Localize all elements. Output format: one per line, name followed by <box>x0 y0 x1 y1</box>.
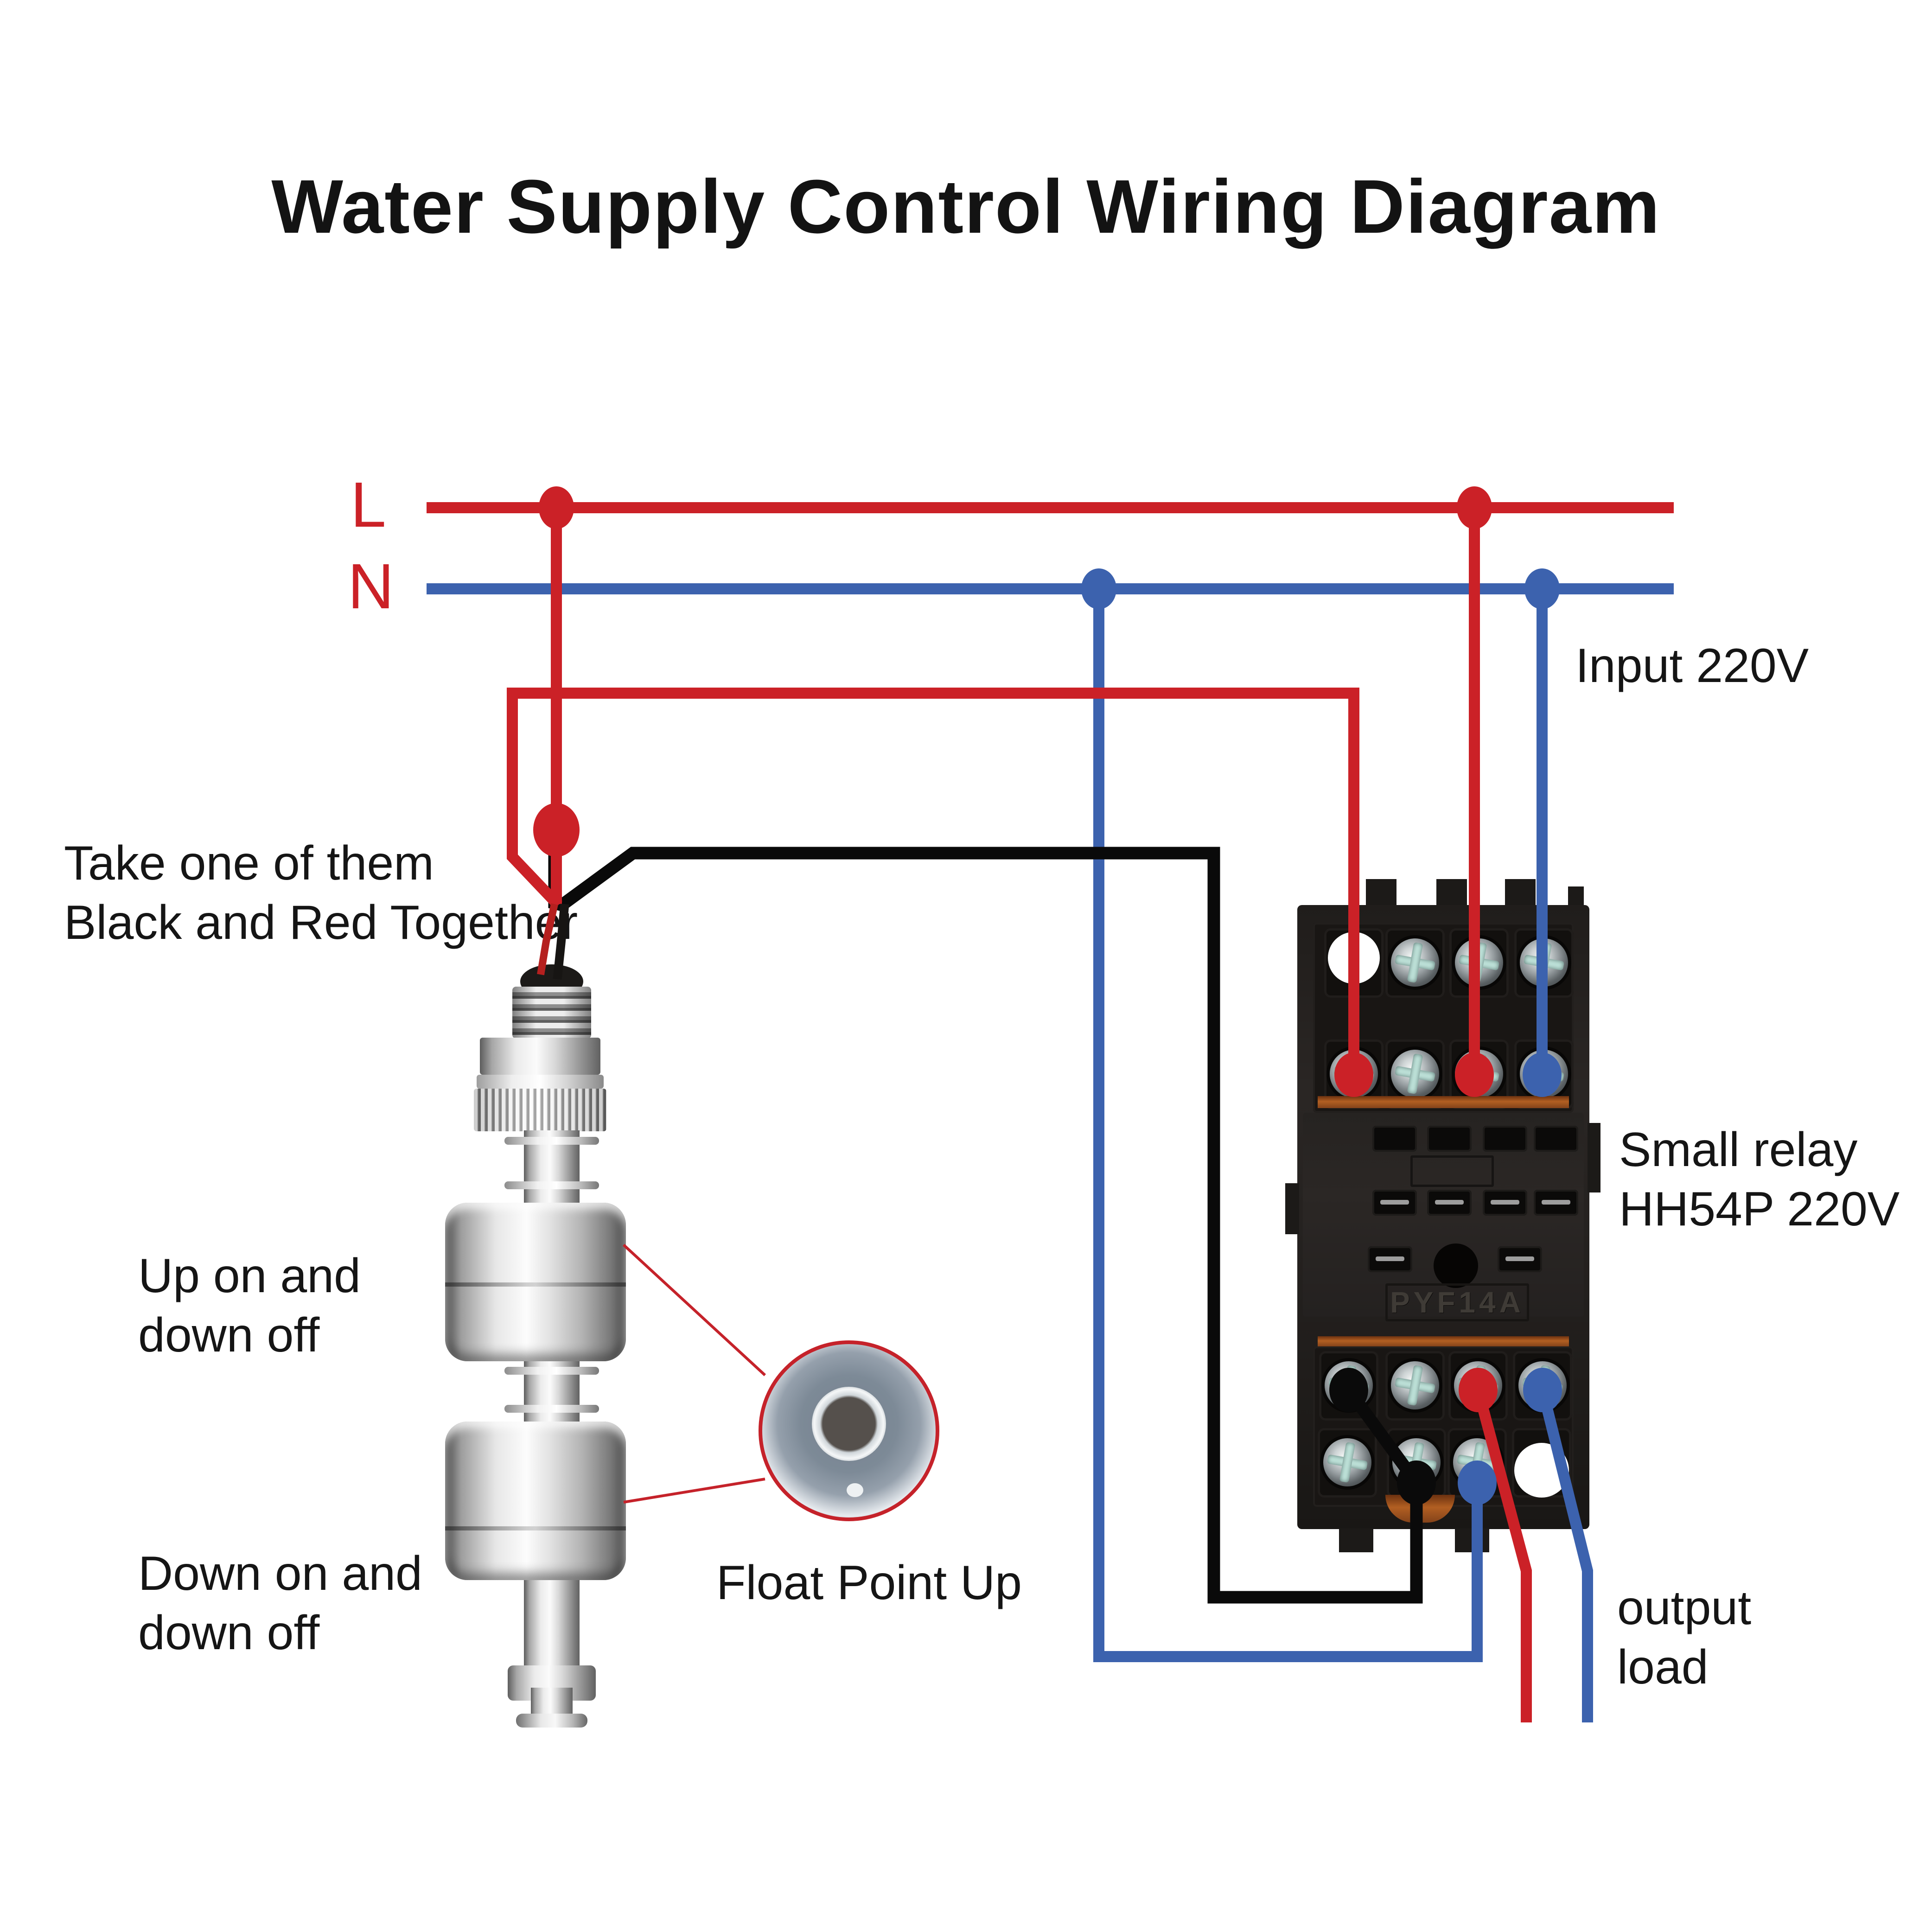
relay-mount-hole-bottom <box>1514 1443 1569 1498</box>
terminal-screw <box>1325 1361 1373 1409</box>
relay-pin-slot <box>1427 1190 1472 1216</box>
float-point-up-label: Float Point Up <box>716 1556 1022 1610</box>
terminal-screw <box>1455 938 1503 987</box>
float-tip-disc <box>516 1714 587 1728</box>
relay-label: Small relay HH54P 220V <box>1619 1120 1900 1239</box>
relay-pin-slot <box>1372 1190 1417 1216</box>
junction-dot-n-junction-2 <box>1524 568 1560 609</box>
float-bottom-zoom-circle <box>759 1340 939 1521</box>
relay-terminal-cell <box>1513 1351 1572 1421</box>
terminal-screw <box>1330 1050 1378 1098</box>
terminal-screw <box>1391 938 1439 987</box>
float-hex-nut <box>480 1038 600 1075</box>
line-n-label: N <box>348 551 394 622</box>
terminal-screw <box>1518 1361 1567 1409</box>
relay-pin-slot <box>1372 1126 1417 1152</box>
terminal-screw <box>1455 1050 1503 1098</box>
relay-side-tab <box>1285 1183 1299 1234</box>
relay-top-tab <box>1366 879 1396 907</box>
float-shaft-flange <box>504 1405 599 1413</box>
junction-dot-n-junction-1 <box>1081 568 1116 609</box>
relay-terminal-cell <box>1385 928 1445 998</box>
float-shaft-flange <box>504 1181 599 1189</box>
relay-pin-slot <box>1534 1126 1578 1152</box>
wire-red-float-loop-to-relay <box>507 688 1359 1075</box>
callout-callout-lower-float <box>623 1478 765 1504</box>
relay-terminal-cell <box>1385 1351 1445 1421</box>
float-threaded-stem <box>512 987 591 1039</box>
upper-float-line2: down off <box>138 1308 320 1362</box>
float-bottom-hole <box>812 1387 886 1461</box>
float-shaft-flange <box>504 1367 599 1375</box>
upper-float <box>445 1203 626 1361</box>
page-title: Water Supply Control Wiring Diagram <box>271 164 1661 249</box>
relay-pin-slot <box>1483 1190 1527 1216</box>
callout-callout-upper-float <box>622 1243 766 1377</box>
relay-socket: PYF14A <box>1285 879 1600 1552</box>
float-knurled-nut <box>474 1089 606 1131</box>
output-load-line1: output <box>1617 1581 1752 1635</box>
relay-pin-slot <box>1498 1246 1542 1272</box>
relay-terminal-cell <box>1447 1428 1507 1498</box>
terminal-screw <box>1323 1438 1371 1486</box>
take-one-line1: Take one of them <box>64 836 434 890</box>
relay-copper-strip <box>1318 1336 1569 1346</box>
relay-terminal-cell <box>1449 928 1509 998</box>
relay-terminal-cell <box>1387 1428 1446 1498</box>
relay-recess <box>1410 1155 1494 1187</box>
float-shaft <box>524 1580 580 1668</box>
relay-terminal-cell <box>1448 1351 1508 1421</box>
relay-center-hole <box>1434 1243 1478 1288</box>
take-one-label: Take one of them Black and Red Together <box>64 834 578 952</box>
terminal-screw <box>1520 938 1568 987</box>
relay-terminal-cell <box>1514 928 1574 998</box>
terminal-screw <box>1453 1438 1501 1486</box>
relay-top-tab <box>1505 879 1536 907</box>
relay-label-line1: Small relay <box>1619 1123 1858 1177</box>
relay-label-line2: HH54P 220V <box>1619 1182 1900 1236</box>
junction-dot-l-junction-2 <box>1457 486 1492 529</box>
relay-top-tab <box>1568 886 1584 907</box>
relay-pin-slot <box>1483 1126 1527 1152</box>
junction-dot-l-junction-1 <box>539 486 574 529</box>
terminal-screw <box>1391 1361 1439 1409</box>
terminal-screw <box>1392 1438 1441 1486</box>
lower-float-line1: Down on and <box>138 1547 422 1600</box>
relay-socket-middle: PYF14A <box>1303 1113 1584 1321</box>
upper-float-behavior-label: Up on and down off <box>138 1246 361 1365</box>
relay-terminal-cell <box>1319 1351 1378 1421</box>
relay-pin-slot <box>1534 1190 1578 1216</box>
upper-float-line1: Up on and <box>138 1249 361 1303</box>
take-one-line2: Black and Red Together <box>64 896 578 950</box>
relay-side-tab <box>1588 1123 1600 1192</box>
terminal-screw <box>1520 1050 1568 1098</box>
float-seam <box>445 1282 626 1287</box>
float-shaft-flange <box>504 1137 599 1145</box>
relay-bottom-tab <box>1455 1528 1489 1552</box>
output-load-line2: load <box>1617 1640 1709 1694</box>
float-washer <box>477 1075 604 1089</box>
relay-copper-strip <box>1318 1096 1569 1108</box>
input-voltage-label: Input 220V <box>1575 639 1809 693</box>
relay-top-tab <box>1436 879 1467 907</box>
relay-terminal-cell <box>1318 1428 1377 1498</box>
float-bottom-notch <box>847 1483 863 1497</box>
relay-pin-slot <box>1427 1126 1472 1152</box>
relay-model-plate: PYF14A <box>1385 1283 1529 1321</box>
relay-pin-slot <box>1368 1246 1412 1272</box>
float-seam <box>445 1526 626 1530</box>
relay-bottom-tab <box>1339 1528 1373 1552</box>
relay-mount-hole-top <box>1328 932 1380 984</box>
output-load-label: output load <box>1617 1578 1751 1697</box>
float-tip <box>531 1688 573 1715</box>
lower-float <box>445 1422 626 1580</box>
line-l-label: L <box>351 469 386 541</box>
lower-float-line2: down off <box>138 1606 320 1660</box>
float-switch <box>436 964 631 1734</box>
lower-float-behavior-label: Down on and down off <box>138 1544 422 1663</box>
terminal-screw <box>1454 1361 1502 1409</box>
terminal-screw <box>1391 1050 1439 1098</box>
